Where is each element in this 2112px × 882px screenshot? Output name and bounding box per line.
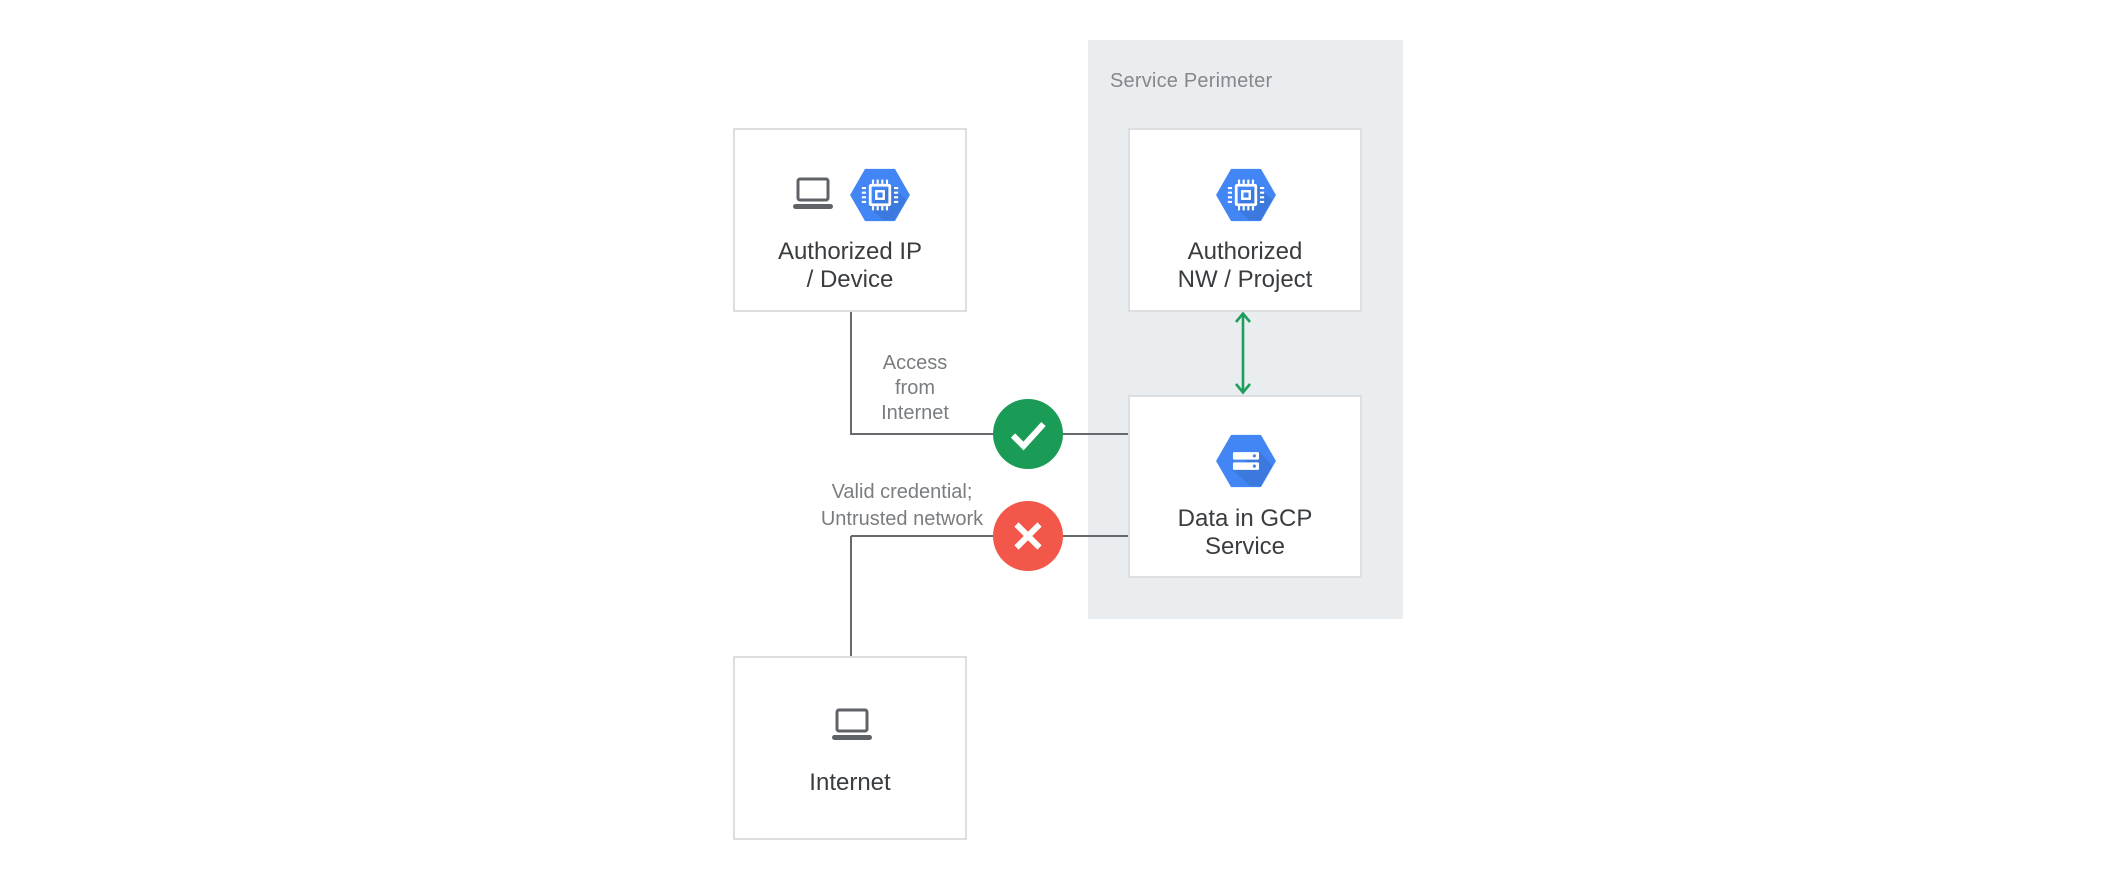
connector-blocked-path xyxy=(851,535,1128,537)
node-data-in-gcp-service: Data in GCP Service xyxy=(1128,395,1362,578)
connector-internet-up xyxy=(850,536,852,656)
x-icon xyxy=(993,501,1063,571)
node-label: Internet xyxy=(809,769,891,796)
gcp-storage-hexagon-icon xyxy=(1216,434,1276,488)
gcp-compute-hexagon-icon xyxy=(1216,168,1276,222)
node-internet: Internet xyxy=(733,656,967,840)
node-authorized-nw-project: Authorized NW / Project xyxy=(1128,128,1362,312)
double-arrow-icon xyxy=(1234,311,1252,395)
node-authorized-ip-device: Authorized IP / Device xyxy=(733,128,967,312)
node-label: Data in GCP Service xyxy=(1177,505,1313,560)
laptop-icon xyxy=(793,177,833,209)
check-icon xyxy=(993,399,1063,469)
node-label: Authorized IP / Device xyxy=(777,238,923,293)
edge-label-untrusted-network: Valid credential; Untrusted network xyxy=(820,481,984,530)
gcp-compute-hexagon-icon xyxy=(850,168,910,222)
service-perimeter-label: Service Perimeter xyxy=(1110,70,1273,92)
node-label: Authorized NW / Project xyxy=(1177,238,1313,293)
connector-authip-down xyxy=(850,312,852,435)
connector-allowed-path xyxy=(851,433,1128,435)
edge-label-access-from-internet: Access from Internet xyxy=(881,352,949,424)
laptop-icon xyxy=(832,708,872,740)
